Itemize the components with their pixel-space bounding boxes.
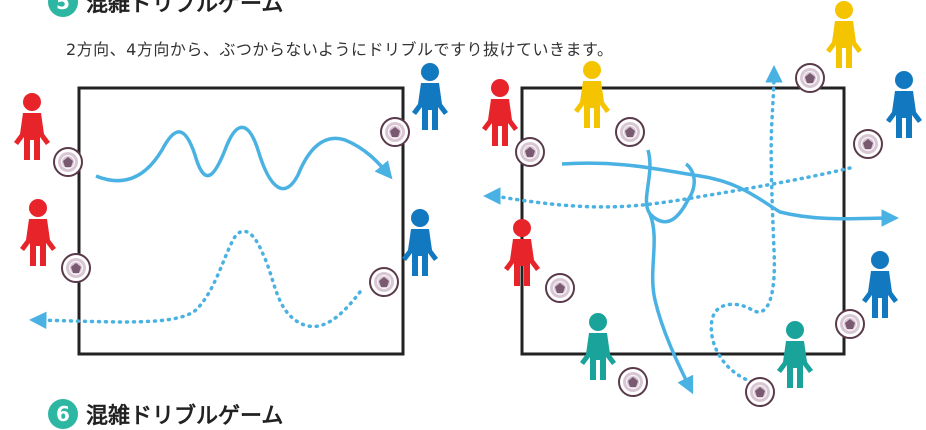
yellow-player-icon [826,1,862,68]
soccer-ball-icon [380,117,410,147]
soccer-ball-icon [795,63,825,93]
dribble-path-dotted [29,229,362,329]
bottom-section-heading: 6 混雑ドリブルゲーム [48,398,283,430]
yellow-player-icon [574,61,610,128]
section-title: 混雑ドリブルゲーム [86,404,284,429]
soccer-ball-icon [835,309,865,339]
soccer-ball-icon [615,117,645,147]
soccer-ball-icon [53,147,83,177]
dribble-path-solid [561,161,899,227]
blue-player-icon [886,71,922,138]
soccer-ball-icon [369,267,399,297]
red-player-icon [14,93,50,160]
soccer-ball-icon [61,253,91,283]
dribble-path-dotted [483,166,852,209]
right-field [520,86,846,356]
top-section-heading: 5 混雑ドリブルゲーム [48,0,283,18]
red-player-icon [482,79,518,146]
blue-player-icon [412,63,448,130]
soccer-ball-icon [853,129,883,159]
section-title: 混雑ドリブルゲーム [86,0,284,17]
blue-player-icon [402,209,438,276]
teal-player-icon [580,313,616,380]
soccer-ball-icon [515,137,545,167]
soccer-ball-icon [745,377,775,407]
blue-player-icon [862,251,898,318]
soccer-ball-icon [545,273,575,303]
section-number-badge: 5 [48,0,78,17]
dribble-path-solid [95,125,393,191]
red-player-icon [20,199,56,266]
dribble-path-dotted [709,65,783,384]
drill-description: 2方向、4方向から、ぶつからないようにドリブルですり抜けていきます。 [66,40,614,59]
dribble-path-solid [644,149,694,388]
soccer-ball-icon [618,367,648,397]
left-field [77,86,405,356]
section-number-badge: 6 [48,399,78,429]
drill-diagram [14,1,922,407]
